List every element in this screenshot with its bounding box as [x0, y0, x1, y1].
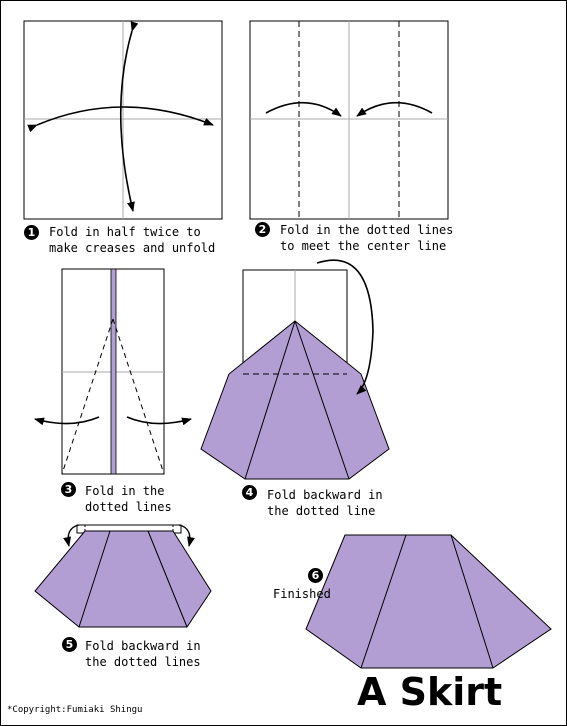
step-4-number: 4	[242, 485, 257, 500]
step1-diagram	[23, 20, 223, 220]
step-1-caption: Fold in half twice to make creases and u…	[49, 225, 216, 255]
right-dotted-line	[112, 318, 165, 475]
right-fold-arrow	[356, 101, 433, 117]
step4-diagram	[200, 259, 390, 480]
left-fold-arrow	[265, 101, 342, 117]
step6-diagram	[305, 534, 552, 669]
left-fold-arrow	[34, 416, 100, 426]
left-backward-arrow	[63, 524, 80, 547]
center-gap	[110, 268, 117, 475]
step5-diagram	[34, 524, 212, 628]
step3-diagram	[34, 268, 192, 475]
step-1-number: 1	[24, 225, 39, 240]
step-6-caption: Finished	[273, 587, 331, 601]
step-5-caption: Fold backward in the dotted lines	[85, 639, 201, 669]
skirt-shape	[200, 320, 390, 480]
skirt-shape	[34, 530, 212, 628]
right-backward-arrow	[178, 524, 195, 547]
left-dotted-line	[61, 318, 114, 475]
step-3-caption: Fold in the dotted lines	[85, 484, 172, 514]
horizontal-fold-arrow	[27, 106, 214, 133]
step-2-number: 2	[255, 222, 270, 237]
diagram-title: A Skirt	[357, 670, 503, 714]
step-2-caption: Fold in the dotted lines to meet the cen…	[280, 223, 454, 253]
right-fold-arrow	[126, 416, 192, 426]
finished-skirt	[305, 534, 552, 669]
copyright-notice: *Copyright:Fumiaki Shingu	[7, 705, 143, 715]
step2-diagram	[249, 20, 449, 220]
step-3-number: 3	[61, 482, 76, 497]
backward-fold-arrow	[316, 259, 374, 395]
vertical-fold-arrow	[119, 21, 139, 212]
step-5-number: 5	[62, 637, 77, 652]
step-4-caption: Fold backward in the dotted line	[267, 488, 383, 518]
step-6-number: 6	[308, 568, 323, 583]
